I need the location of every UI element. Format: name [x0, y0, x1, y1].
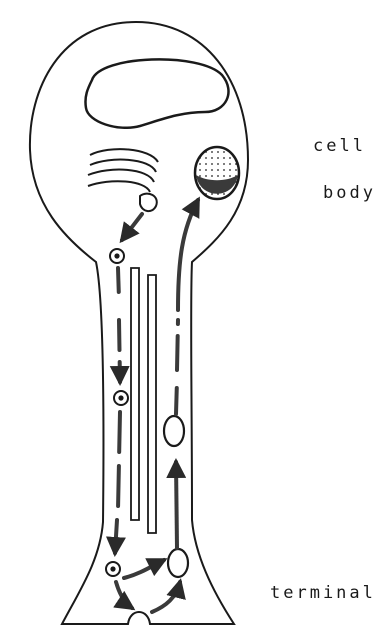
arrow-retrograde-2: [176, 380, 177, 414]
arrow-anterograde-4: [115, 520, 117, 553]
arrow-vesicle-to-endosome: [124, 560, 164, 578]
microtubules: [131, 268, 156, 533]
endosome-vesicle: [168, 549, 188, 577]
arrow-golgi-to-vesicle: [122, 214, 142, 240]
arrow-retrograde-1: [176, 462, 177, 548]
nucleus: [85, 59, 228, 127]
arrow-anterograde-2: [119, 320, 120, 382]
membrane-pit: [128, 612, 150, 624]
label-cell: cell: [313, 136, 366, 156]
golgi-apparatus: [88, 149, 158, 211]
arrow-membrane-to-endosome: [152, 582, 180, 612]
arrow-anterograde-3: [118, 412, 120, 510]
label-terminal: terminal: [270, 583, 376, 603]
arrow-retrograde-3: [177, 320, 178, 370]
arrow-vesicle-to-membrane: [116, 582, 132, 608]
arrow-retrograde-4: [178, 200, 198, 310]
label-body: body: [323, 183, 376, 203]
lysosome: [195, 147, 239, 199]
arrow-anterograde-1: [118, 268, 119, 300]
endosome-vesicle: [164, 416, 184, 446]
